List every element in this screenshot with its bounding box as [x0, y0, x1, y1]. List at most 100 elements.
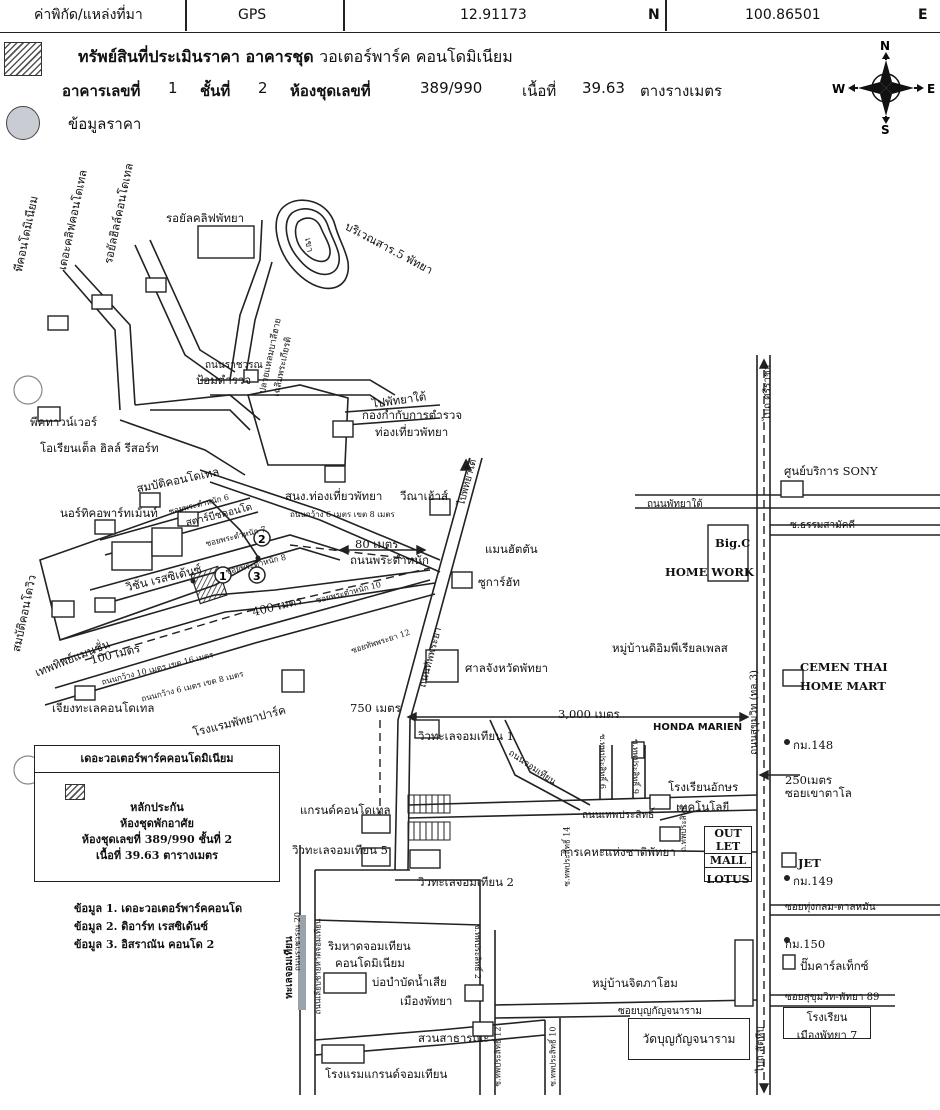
- area-label: เนื้อที่: [522, 82, 557, 100]
- label-sub-a: ซ.ทพประสิทธิ์ 6: [597, 734, 607, 789]
- data-point-3: 3: [253, 570, 261, 583]
- school-box: โรงเรียน เมืองพัทยา 7: [783, 1007, 871, 1042]
- title-row: ทรัพย์สินที่ประเมินราคา อาคารชุด วอเตอร์…: [78, 45, 513, 70]
- outlet-2: MALL: [705, 854, 751, 868]
- unit-row: อาคารเลขที่ 1 ชั้นที่ 2 ห้องชุดเลขที่ 38…: [62, 79, 762, 101]
- legend-line-4: เนื้อที่ 39.63 ตารางเมตร: [95, 849, 219, 862]
- label-dist-750: 750 เมตร: [350, 701, 401, 715]
- compass-s: S: [881, 123, 890, 136]
- label-sub-d: ซ.ทพประสิทธิ์ 12: [493, 1026, 503, 1087]
- label-manhattan: แมนฮัตตัน: [485, 542, 538, 556]
- title-type: อาคารชุด: [245, 47, 314, 66]
- unit-no: 389/990: [420, 79, 483, 97]
- label-homework: HOME WORK: [665, 565, 754, 579]
- label-sub-b: ซ.ทพประสิทธิ์ 9: [630, 739, 640, 794]
- bldg-label: อาคารเลขที่: [62, 82, 141, 100]
- label-dist-250: 250เมตร: [785, 773, 833, 787]
- label-km150: กม.150: [785, 937, 826, 951]
- note-1: ข้อมูล 1. เดอะวอเตอร์พาร์คคอนโด: [74, 902, 243, 915]
- divider: [343, 0, 345, 31]
- coord-label: ค่าพิกัด/แหล่งที่มา: [34, 7, 143, 23]
- label-water-2: เมืองพัทยา: [400, 994, 453, 1008]
- label-cemen-2: HOME MART: [800, 679, 886, 693]
- compass-n: N: [880, 40, 890, 53]
- label-vimanhouse: วีณาเฮ้าส์: [400, 489, 449, 503]
- label-caltex: ปั๊มคาร์ลเท็กซ์: [800, 959, 869, 973]
- title-name: วอเตอร์พาร์ค คอนโดมิเนียม: [319, 47, 513, 66]
- label-sub-c: ซ.ทพประสิทธิ์ 2: [472, 924, 482, 979]
- label-grand: แกรนด์คอนโดเทล: [300, 803, 391, 817]
- label-jomtien-cc: เจียงทะเลคอนโดเทล: [52, 701, 155, 715]
- label-rimhad-2: คอนโดมิเนียม: [335, 956, 405, 970]
- label-soi-ta: ซอยทุ่งกลม-ตาลหมัน: [785, 902, 876, 913]
- label-north-road: ไปถ.ศรีราชา: [762, 364, 774, 421]
- label-jet: JET: [798, 856, 821, 870]
- label-dist-80: 80 เมตร: [355, 537, 399, 551]
- hatch-legend-icon: [4, 42, 42, 76]
- coord-source: GPS: [238, 7, 267, 23]
- label-road-d: ถนนพระตำหนัก: [350, 553, 429, 567]
- price-legend-icon: [6, 106, 40, 140]
- longitude-value: 100.86501: [745, 7, 821, 23]
- legend-line-2: ห้องชุดพักอาศัย: [120, 817, 194, 830]
- label-orient: โอเรียนเต็ล ฮิลล์ รีสอร์ท: [40, 441, 159, 455]
- label-royal-cliff: รอยัลคลิฟพัทยา: [166, 211, 245, 225]
- label-view1: วิวทะเลจอมเทียน 1: [418, 729, 514, 743]
- legend-hatch-icon: [65, 784, 85, 800]
- unit-label: ห้องชุดเลขที่: [290, 82, 371, 100]
- label-sub-g: ถนนราชวรณ 20: [292, 912, 302, 971]
- label-bigc: Big.C: [715, 536, 751, 550]
- note-2: ข้อมูล 2. ดิอาร์ท เรสซิเด้นซ์: [74, 920, 208, 933]
- school-pt-2: เมืองพัทยา 7: [796, 1029, 858, 1042]
- latitude-dir: N: [648, 7, 660, 23]
- label-north-park: นอร์ทิคอพาร์ทเม้นท์: [60, 506, 158, 520]
- label-cemen-1: CEMEN THAI: [800, 660, 888, 674]
- label-tourist-police: กองกำกับการตำรวจ: [362, 408, 463, 422]
- divider: [665, 0, 667, 31]
- legend-line-1: หลักประกัน: [130, 801, 184, 814]
- label-soi-bun: ซอยบุญกัญจนาราม: [618, 1006, 702, 1017]
- legend-title: เดอะวอเตอร์พาร์คคอนโดมิเนียม: [35, 746, 279, 773]
- floor-label: ชั้นที่: [200, 82, 231, 100]
- school-pt-1: โรงเรียน: [806, 1011, 848, 1024]
- label-courthouse: ศาลจังหวัดพัทยา: [465, 661, 549, 675]
- label-soi-89: ซอยสุขุมวิท-พัทยา 89: [785, 992, 880, 1003]
- price-label: ข้อมูลราคา: [68, 115, 142, 133]
- label-tat: สนง.ท่องเที่ยวพัทยา: [285, 489, 383, 503]
- label-sukhumvit: ถนนสุขุมวิท (ทล.3): [748, 670, 760, 755]
- label-km148: กม.148: [793, 738, 834, 752]
- label-park-public: สวนสาธารณะ: [418, 1031, 490, 1045]
- label-school: โรงเรียนอักษร: [668, 780, 739, 794]
- label-thepprasit: ถนนเทพประสิทธิ์: [582, 810, 655, 821]
- label-pattaya-tai: ถนนพัทยาใต้: [647, 499, 703, 510]
- label-school-2: เทคโนโลยี: [676, 800, 730, 814]
- longitude-dir: E: [918, 7, 928, 23]
- label-dist-3000: 3,000 เมตร: [558, 707, 620, 721]
- label-width-a: ถนนกว้าง 6 เมตร เขต 8 เมตร: [290, 510, 395, 519]
- data-notes: ข้อมูล 1. เดอะวอเตอร์พาร์คคอนโด ข้อมูล 2…: [74, 900, 242, 954]
- label-to-sattahip: ไปถ.สัตหีบ: [755, 1026, 767, 1073]
- label-road-main: ถนนราชวรณ: [205, 360, 263, 371]
- label-tower: พีคทาวน์เวอร์: [30, 415, 98, 429]
- outlet-box: OUT LET MALL LOTUS: [704, 826, 752, 886]
- label-beach-road-2: ถนนเลียบชายหาดจอมเทียน: [313, 918, 323, 1015]
- map-legend: เดอะวอเตอร์พาร์คคอนโดมิเนียม หลักประกัน …: [34, 745, 280, 882]
- coordinate-header: ค่าพิกัด/แหล่งที่มา GPS 12.91173 N 100.8…: [0, 0, 940, 33]
- label-police: ป้อมตำรวจ: [196, 373, 252, 387]
- label-sub-e: ซ.ทพประสิทธิ์ 10: [548, 1026, 558, 1087]
- label-cc-tower: ซูการ์ฮัท: [478, 575, 521, 589]
- note-3: ข้อมูล 3. อิสราณัน คอนโด 2: [74, 938, 215, 951]
- lotus: LOTUS: [706, 873, 750, 886]
- bldg-no: 1: [168, 79, 178, 97]
- label-grand-jomtien: โรงแรมแกรนด์จอมเทียน: [325, 1067, 448, 1081]
- outlet-1: OUT LET: [705, 827, 751, 854]
- temple-box: วัดบุญกัญจนาราม: [628, 1018, 750, 1060]
- label-village: หมู่บ้านจิตภาโฮม: [592, 976, 678, 990]
- label-sub-f: ซ.ทพประสิทธิ์ 14: [562, 826, 572, 887]
- label-hill: เขา: [301, 237, 315, 254]
- title-bold: ทรัพย์สินที่ประเมินราคา: [78, 47, 240, 66]
- label-view2: วิวทะเลจอมเทียน 2: [418, 875, 514, 889]
- label-water-1: บ่อบำบัดน้ำเสีย: [372, 975, 447, 989]
- label-km149: กม.149: [793, 874, 834, 888]
